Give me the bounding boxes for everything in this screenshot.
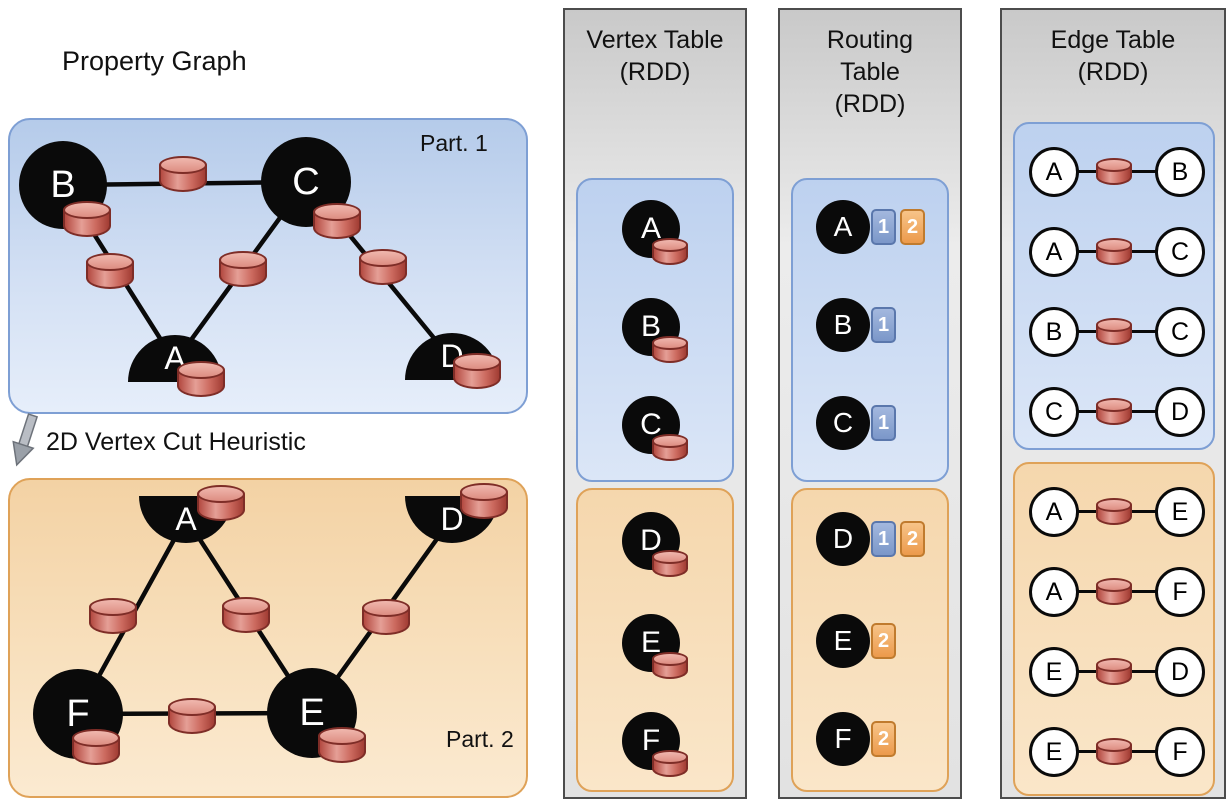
vertex-property-cylinder-icon <box>72 729 120 765</box>
vertex-property-cylinder-icon <box>652 336 688 364</box>
edge-table-partition-1-box: A B A C B C C D <box>1013 122 1215 450</box>
edge-property-cylinder-icon <box>1096 318 1132 346</box>
vertex-property-cylinder-icon <box>63 201 111 237</box>
edge-property-cylinder-icon <box>362 599 410 635</box>
edge-src-vertex: A <box>1029 487 1079 537</box>
edge-property-cylinder-icon <box>159 156 207 192</box>
edge-dst-vertex: B <box>1155 147 1205 197</box>
routing-badge-partition-1: 1 <box>871 405 896 441</box>
edge-property-cylinder-icon <box>222 597 270 633</box>
edge-dst-vertex: C <box>1155 227 1205 277</box>
vertex-property-cylinder-icon <box>197 485 245 521</box>
routing-table-subtitle: (RDD) <box>834 90 906 118</box>
routing-table-title-line2: Table <box>840 58 900 86</box>
routing-badge-partition-2: 2 <box>900 521 925 557</box>
edge-table-column: Edge Table (RDD) A B A C B C <box>1000 8 1226 799</box>
edge-property-cylinder-icon <box>1096 738 1132 766</box>
routing-entry-c: C <box>816 396 870 450</box>
vertex-property-cylinder-icon <box>318 727 366 763</box>
edge-row-a-f: A F <box>1015 567 1213 617</box>
vertex-table-partition-1-box: A B C <box>576 178 734 482</box>
vertex-property-cylinder-icon <box>652 238 688 266</box>
vertex-property-cylinder-icon <box>313 203 361 239</box>
routing-table-title-line1: Routing <box>826 26 914 54</box>
edge-property-cylinder-icon <box>1096 398 1132 426</box>
routing-badge-partition-2: 2 <box>871 721 896 757</box>
edge-dst-vertex: D <box>1155 387 1205 437</box>
vertex-property-cylinder-icon <box>652 652 688 680</box>
edge-row-b-c: B C <box>1015 307 1213 357</box>
vertex-cut-heuristic-label: 2D Vertex Cut Heuristic <box>46 428 306 456</box>
vertex-property-cylinder-icon <box>652 750 688 778</box>
edge-dst-vertex: F <box>1155 727 1205 777</box>
edge-property-cylinder-icon <box>359 249 407 285</box>
edge-property-cylinder-icon <box>1096 158 1132 186</box>
edge-table-title-line: Edge Table <box>1050 26 1176 54</box>
routing-badge-partition-1: 1 <box>871 521 896 557</box>
edge-table-title: Edge Table (RDD) <box>1002 24 1224 88</box>
partition-1-label: Part. 1 <box>420 130 488 156</box>
routing-table-title: Routing Table (RDD) <box>780 24 960 120</box>
routing-table-partition-1-box: A 1 2 B 1 C 1 <box>791 178 949 482</box>
edge-property-cylinder-icon <box>86 253 134 289</box>
edge-property-cylinder-icon <box>1096 498 1132 526</box>
vertex-property-cylinder-icon <box>177 361 225 397</box>
vertex-table-partition-2-box: D E F <box>576 488 734 792</box>
property-graph-title: Property Graph <box>62 46 247 76</box>
vertex-property-cylinder-icon <box>460 483 508 519</box>
vertex-table-title: Vertex Table (RDD) <box>565 24 745 88</box>
property-graph-panel: Property Graph Part. 1 Part. 2 B C A D A… <box>0 0 545 807</box>
vertex-cut-arrow-icon <box>12 413 39 467</box>
edge-row-a-b: A B <box>1015 147 1213 197</box>
routing-badge-partition-1: 1 <box>871 307 896 343</box>
edge-property-cylinder-icon <box>1096 658 1132 686</box>
edge-src-vertex: A <box>1029 227 1079 277</box>
partition-2-label: Part. 2 <box>446 726 514 752</box>
edge-row-a-e: A E <box>1015 487 1213 537</box>
vertex-table-entry-a: A <box>622 200 680 258</box>
edge-src-vertex: B <box>1029 307 1079 357</box>
routing-entry-f: F <box>816 712 870 766</box>
edge-row-e-d: E D <box>1015 647 1213 697</box>
vertex-table-column: Vertex Table (RDD) A B C D E F <box>563 8 747 799</box>
routing-entry-b: B <box>816 298 870 352</box>
edge-table-partition-2-box: A E A F E D E F <box>1013 462 1215 796</box>
edge-property-cylinder-icon <box>89 598 137 634</box>
edge-table-subtitle: (RDD) <box>1077 58 1149 86</box>
edge-row-a-c: A C <box>1015 227 1213 277</box>
routing-entry-a: A <box>816 200 870 254</box>
edge-row-e-f: E F <box>1015 727 1213 777</box>
edge-row-c-d: C D <box>1015 387 1213 437</box>
edge-src-vertex: E <box>1029 727 1079 777</box>
routing-table-column: Routing Table (RDD) A 1 2 B 1 C 1 D 1 2 … <box>778 8 962 799</box>
vertex-table-subtitle: (RDD) <box>619 58 691 86</box>
edge-dst-vertex: E <box>1155 487 1205 537</box>
edge-src-vertex: E <box>1029 647 1079 697</box>
routing-entry-e: E <box>816 614 870 668</box>
edge-src-vertex: A <box>1029 567 1079 617</box>
vertex-property-cylinder-icon <box>652 550 688 578</box>
vertex-property-cylinder-icon <box>453 353 501 389</box>
edge-dst-vertex: D <box>1155 647 1205 697</box>
edge-dst-vertex: C <box>1155 307 1205 357</box>
edge-property-cylinder-icon <box>168 698 216 734</box>
routing-badge-partition-1: 1 <box>871 209 896 245</box>
edge-dst-vertex: F <box>1155 567 1205 617</box>
edge-property-cylinder-icon <box>219 251 267 287</box>
edge-src-vertex: C <box>1029 387 1079 437</box>
routing-badge-partition-2: 2 <box>871 623 896 659</box>
routing-table-partition-2-box: D 1 2 E 2 F 2 <box>791 488 949 792</box>
routing-badge-partition-2: 2 <box>900 209 925 245</box>
routing-entry-d: D <box>816 512 870 566</box>
vertex-property-cylinder-icon <box>652 434 688 462</box>
edge-src-vertex: A <box>1029 147 1079 197</box>
vertex-table-title-line: Vertex Table <box>586 26 724 54</box>
edge-property-cylinder-icon <box>1096 238 1132 266</box>
edge-property-cylinder-icon <box>1096 578 1132 606</box>
